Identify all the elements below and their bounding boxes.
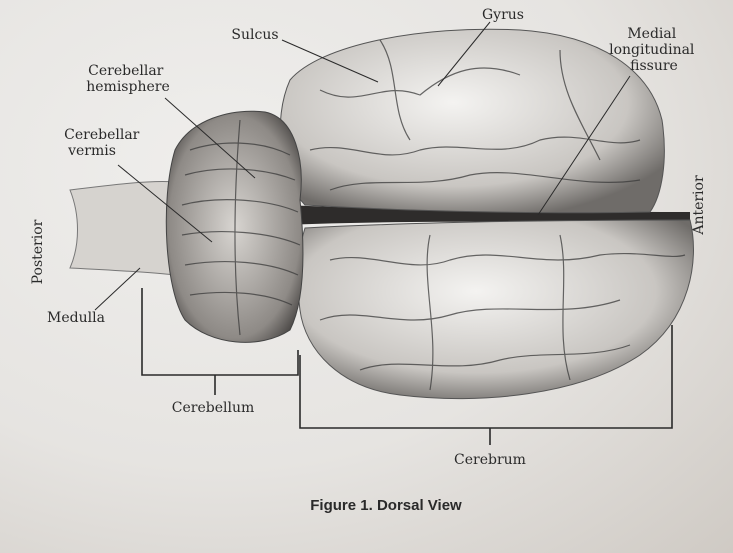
gyrus-leader — [437, 21, 491, 87]
figure-caption: Figure 1. Dorsal View — [310, 497, 462, 514]
cerebellar-folia — [181, 119, 301, 336]
cerebellar-vermis-leader — [117, 164, 213, 243]
medulla-shape — [69, 181, 176, 276]
left-cerebral-hemisphere — [279, 28, 665, 214]
cerebral-sulci — [309, 39, 686, 391]
cerebellum-bracket — [141, 288, 299, 395]
medulla-leader — [94, 267, 141, 311]
label-gyrus: Gyrus — [482, 7, 524, 23]
label-cerebellar-hemisphere: Cerebellar hemisphere — [86, 63, 169, 95]
label-posterior: Posterior — [30, 219, 46, 284]
fissure-leader — [537, 75, 631, 216]
label-cerebellar-vermis: Cerebellar vermis — [64, 127, 144, 159]
label-cerebellum: Cerebellum — [172, 400, 254, 416]
label-anterior: Anterior — [691, 175, 707, 236]
cerebellar-hemisphere-leader — [164, 97, 256, 179]
label-cerebrum: Cerebrum — [454, 452, 526, 468]
sulcus-leader — [281, 39, 379, 83]
label-medial-fissure: Medial longitudinal fissure — [609, 26, 699, 74]
label-medulla: Medulla — [47, 310, 105, 326]
label-sulcus: Sulcus — [231, 27, 278, 43]
cerebrum-bracket — [299, 325, 673, 445]
